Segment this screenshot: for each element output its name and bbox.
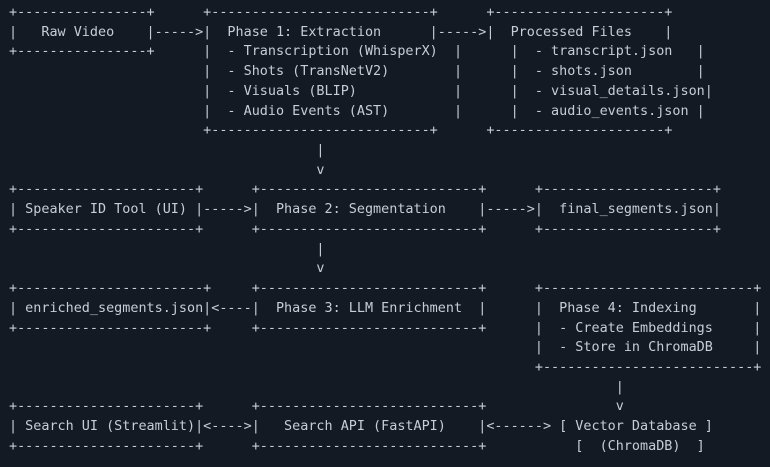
diagram-line: | Raw Video |----->| Phase 1: Extraction… xyxy=(9,24,673,40)
diagram-line: | xyxy=(9,241,325,257)
diagram-line: +----------------+ | - Transcription (Wh… xyxy=(9,44,705,60)
diagram-line: +-----------------------+ +-------------… xyxy=(9,281,762,297)
diagram-line: +--------------------------+ xyxy=(9,359,762,375)
diagram-line: +----------------------+ +--------------… xyxy=(9,438,705,454)
diagram-line: +-----------------------+ +-------------… xyxy=(9,320,762,336)
diagram-line: v xyxy=(9,162,325,178)
diagram-line: +---------------------------+ +---------… xyxy=(9,123,673,139)
diagram-line: | - Audio Events (AST) | | - audio_event… xyxy=(9,103,705,119)
diagram-line: +----------------------+ +--------------… xyxy=(9,182,721,198)
diagram-line: | Search UI (Streamlit)|<---->| Search A… xyxy=(9,419,713,435)
diagram-line: +----------------------+ +--------------… xyxy=(9,399,624,415)
diagram-line: | Speaker ID Tool (UI) |----->| Phase 2:… xyxy=(9,202,721,218)
diagram-line: | xyxy=(9,379,624,395)
diagram-line: | xyxy=(9,143,325,159)
diagram-line: v xyxy=(9,261,325,277)
diagram-line: | enriched_segments.json|<----| Phase 3:… xyxy=(9,300,762,316)
diagram-line: | - Store in ChromaDB | xyxy=(9,340,762,356)
diagram-line: | - Visuals (BLIP) | | - visual_details.… xyxy=(9,83,713,99)
diagram-line: +----------------------+ +--------------… xyxy=(9,221,721,237)
diagram-line: +----------------+ +--------------------… xyxy=(9,5,673,20)
diagram-line: | - Shots (TransNetV2) | | - shots.json … xyxy=(9,64,705,80)
